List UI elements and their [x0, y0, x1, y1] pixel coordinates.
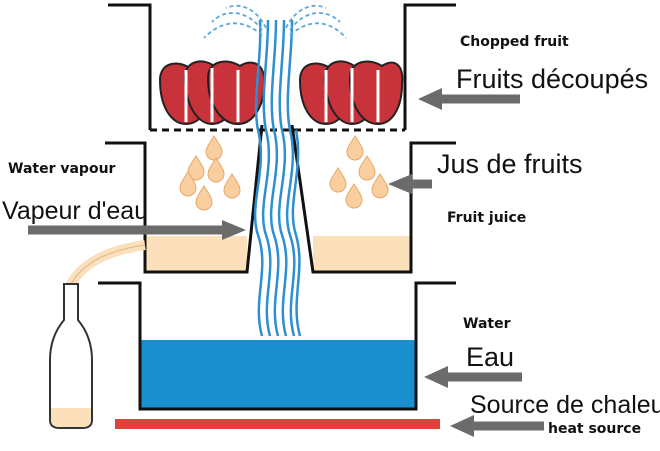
- bottle-body: [49, 283, 93, 429]
- label-water-vapour-en: Water vapour: [8, 161, 116, 177]
- arrow-heat: [450, 415, 544, 437]
- bottle-juice-level: [51, 408, 91, 427]
- label-heat-source-en: heat source: [548, 421, 641, 437]
- label-chopped-fruit-en: Chopped fruit: [460, 34, 569, 50]
- water-pot-outline: [98, 281, 456, 411]
- vapour-spray: [203, 4, 347, 39]
- fruit-basket-right-wall: [403, 3, 456, 130]
- juice-drop: [223, 173, 241, 199]
- label-water-en: Water: [463, 316, 511, 332]
- juice-drop: [187, 155, 205, 181]
- water-pot: [98, 281, 456, 411]
- juice-drop: [179, 171, 197, 197]
- label-fruit-juice-fr: Jus de fruits: [437, 149, 583, 179]
- boiling-water: [140, 340, 416, 409]
- fruit-piece: [348, 60, 404, 126]
- juice-drop: [371, 173, 389, 199]
- label-fruit-juice-en: Fruit juice: [447, 210, 526, 226]
- collector-left-wall: [105, 124, 264, 274]
- collected-juice-left: [145, 236, 247, 272]
- arrow-vapour: [28, 220, 246, 240]
- juice-drop: [205, 135, 223, 161]
- collector-right-wall: [290, 124, 456, 274]
- label-heat-source-fr: Source de chaleur: [470, 391, 660, 419]
- juice-drops: [179, 135, 389, 211]
- arrow-fruits: [418, 88, 520, 110]
- label-water-fr: Eau: [466, 342, 514, 372]
- juice-drop: [207, 157, 225, 183]
- juice-drop: [195, 185, 213, 211]
- label-chopped-fruit-fr: Fruits découpés: [456, 64, 648, 94]
- fruit-basket: [108, 3, 456, 132]
- juice-drop: [329, 167, 347, 193]
- label-water-vapour-fr: Vapeur d'eau: [2, 197, 148, 225]
- collected-juice-right: [313, 236, 411, 272]
- juice-collector: [105, 124, 456, 274]
- fruit-cut-lines: [184, 68, 380, 122]
- juice-drop: [346, 135, 364, 161]
- juice-drop: [358, 155, 376, 181]
- arrow-water: [424, 366, 522, 388]
- water-vapour-streams: [253, 19, 302, 337]
- juice-drop: [345, 183, 363, 209]
- arrow-juice: [388, 174, 432, 194]
- fruit-basket-left-wall: [108, 3, 152, 130]
- heat-source-bar: [115, 419, 440, 429]
- juice-tube-outline: [67, 244, 146, 291]
- juice-bottle: [49, 240, 146, 429]
